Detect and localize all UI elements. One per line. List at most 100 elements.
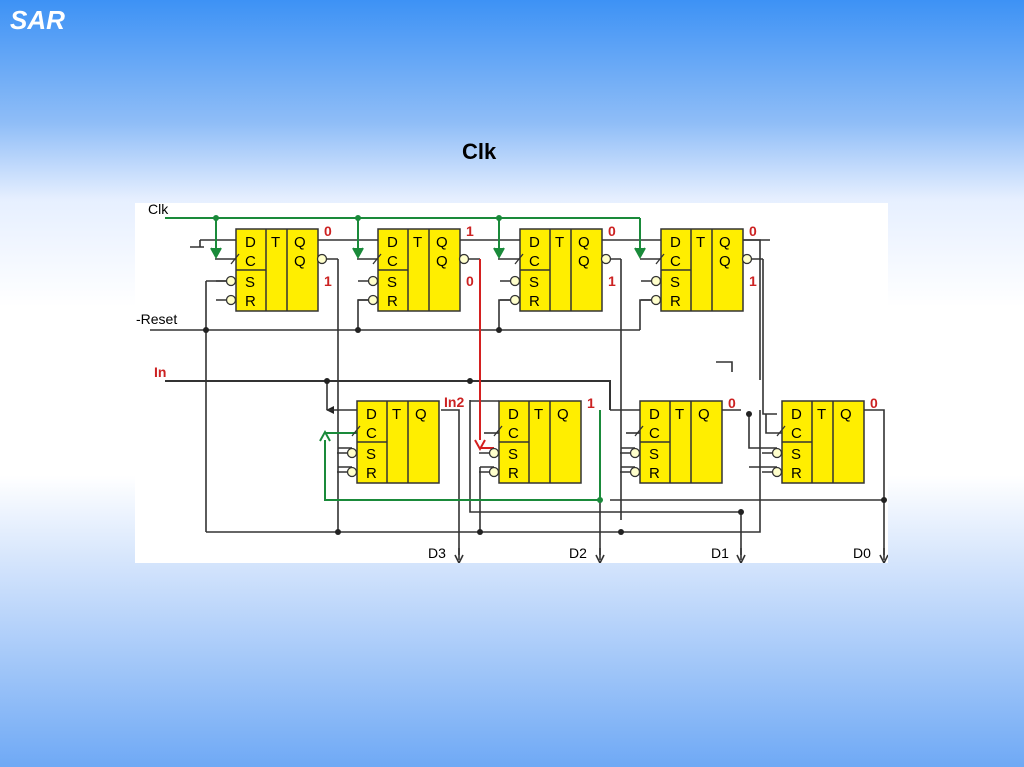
set-inverter-bubble bbox=[488, 447, 500, 459]
pin-c: C bbox=[387, 253, 398, 270]
pin-t: T bbox=[413, 234, 422, 251]
set-inverter-bubble bbox=[509, 275, 521, 287]
pin-s: S bbox=[791, 446, 801, 463]
slide-heading: Clk bbox=[462, 139, 497, 164]
pin-c: C bbox=[529, 253, 540, 270]
reset-inverter-bubble bbox=[367, 294, 379, 306]
pin-q: Q bbox=[719, 234, 731, 251]
set-inverter-bubble bbox=[771, 447, 783, 459]
pin-d: D bbox=[791, 406, 802, 423]
pin-t: T bbox=[555, 234, 564, 251]
pin-s: S bbox=[670, 274, 680, 291]
in-label: In bbox=[154, 364, 166, 380]
pin-d: D bbox=[670, 234, 681, 251]
pin-c: C bbox=[508, 425, 519, 442]
pin-r: R bbox=[366, 465, 377, 482]
pin-c: C bbox=[366, 425, 377, 442]
pin-t: T bbox=[817, 406, 826, 423]
reset-inverter-bubble bbox=[771, 466, 783, 478]
reset-inverter-bubble bbox=[629, 466, 641, 478]
pin-c: C bbox=[670, 253, 681, 270]
qbar-inverter-bubble bbox=[741, 253, 753, 265]
qbar-inverter-bubble bbox=[600, 253, 612, 265]
pin-s: S bbox=[366, 446, 376, 463]
q-state-value: 1 bbox=[587, 395, 595, 411]
pin-s: S bbox=[529, 274, 539, 291]
qbar-state-value: 0 bbox=[466, 273, 474, 289]
ground-wire bbox=[190, 239, 236, 248]
in2-label: In2 bbox=[444, 394, 464, 410]
output-d1: D1 bbox=[711, 545, 729, 561]
pin-s: S bbox=[649, 446, 659, 463]
highlight-wire bbox=[474, 259, 494, 452]
slide-title: SAR bbox=[10, 5, 65, 35]
in-line bbox=[165, 380, 611, 410]
pin-q: Q bbox=[840, 406, 852, 423]
pin-t: T bbox=[271, 234, 280, 251]
pin-q: Q bbox=[698, 406, 710, 423]
pin-c: C bbox=[245, 253, 256, 270]
q-state-value: 0 bbox=[608, 223, 616, 239]
pin-r: R bbox=[791, 465, 802, 482]
clk-label: Clk bbox=[148, 203, 169, 217]
q-state-value: 1 bbox=[466, 223, 474, 239]
set-inverter-bubble bbox=[629, 447, 641, 459]
reset-inverter-bubble bbox=[346, 466, 358, 478]
set-inverter-bubble bbox=[346, 447, 358, 459]
pin-c: C bbox=[791, 425, 802, 442]
pin-d: D bbox=[529, 234, 540, 251]
q-state-value: 0 bbox=[324, 223, 332, 239]
pin-q: Q bbox=[436, 234, 448, 251]
qbar-inverter-bubble bbox=[458, 253, 470, 265]
pin-r: R bbox=[529, 293, 540, 310]
output-d3: D3 bbox=[428, 545, 446, 561]
pin-q: Q bbox=[294, 234, 306, 251]
pin-qbar: Q bbox=[294, 253, 306, 270]
q-state-value: 0 bbox=[870, 395, 878, 411]
reset-inverter-bubble bbox=[488, 466, 500, 478]
pin-r: R bbox=[387, 293, 398, 310]
q-state-value: 0 bbox=[749, 223, 757, 239]
pin-q: Q bbox=[415, 406, 427, 423]
pin-qbar: Q bbox=[578, 253, 590, 270]
pin-s: S bbox=[245, 274, 255, 291]
pin-qbar: Q bbox=[436, 253, 448, 270]
reset-inverter-bubble bbox=[225, 294, 237, 306]
pin-d: D bbox=[366, 406, 377, 423]
pin-r: R bbox=[245, 293, 256, 310]
pin-t: T bbox=[392, 406, 401, 423]
qbar-state-value: 1 bbox=[608, 273, 616, 289]
pin-d: D bbox=[649, 406, 660, 423]
set-inverter-bubble bbox=[367, 275, 379, 287]
output-d0: D0 bbox=[853, 545, 871, 561]
pin-q: Q bbox=[578, 234, 590, 251]
output-d2: D2 bbox=[569, 545, 587, 561]
pin-qbar: Q bbox=[719, 253, 731, 270]
pin-r: R bbox=[670, 293, 681, 310]
qbar-state-value: 1 bbox=[324, 273, 332, 289]
bottom-bus bbox=[206, 410, 761, 533]
pin-r: R bbox=[649, 465, 660, 482]
pin-t: T bbox=[534, 406, 543, 423]
pin-d: D bbox=[245, 234, 256, 251]
qbar-state-value: 1 bbox=[749, 273, 757, 289]
clock-wires bbox=[165, 217, 646, 501]
pin-d: D bbox=[508, 406, 519, 423]
reset-inverter-bubble bbox=[650, 294, 662, 306]
pin-t: T bbox=[675, 406, 684, 423]
pin-t: T bbox=[696, 234, 705, 251]
reset-label: -Reset bbox=[136, 311, 177, 327]
set-inverter-bubble bbox=[650, 275, 662, 287]
pin-s: S bbox=[387, 274, 397, 291]
reset-inverter-bubble bbox=[509, 294, 521, 306]
q-state-value: 0 bbox=[728, 395, 736, 411]
set-inverter-bubble bbox=[225, 275, 237, 287]
